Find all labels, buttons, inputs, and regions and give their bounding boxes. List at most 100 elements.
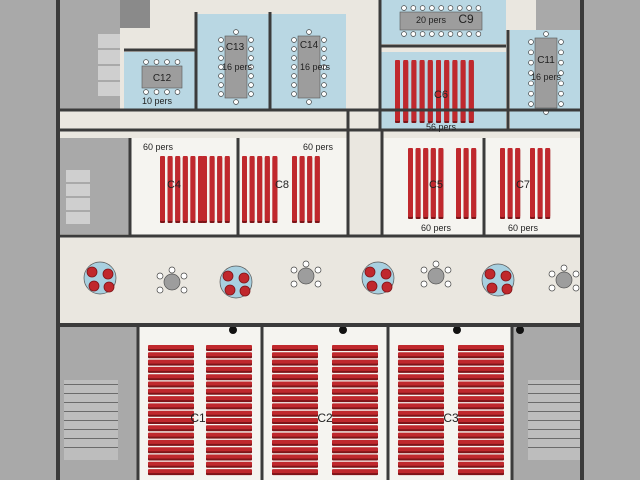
room-c8-label[interactable]: C8 bbox=[275, 179, 289, 191]
seat bbox=[209, 156, 215, 221]
chair bbox=[291, 82, 297, 88]
stool bbox=[180, 286, 188, 294]
seat bbox=[148, 352, 194, 357]
meeting-table bbox=[224, 35, 248, 99]
stair-tread-left bbox=[64, 447, 118, 448]
room-c7-label[interactable]: C7 bbox=[516, 179, 530, 191]
seat bbox=[332, 381, 378, 386]
chair bbox=[466, 5, 472, 11]
seat bbox=[272, 345, 318, 349]
chair bbox=[248, 64, 254, 70]
chair bbox=[321, 73, 327, 79]
column bbox=[516, 326, 524, 334]
chair bbox=[248, 82, 254, 88]
toilet-cubicle-left bbox=[98, 34, 120, 48]
seat bbox=[332, 366, 378, 371]
room-c4-label[interactable]: C4 bbox=[167, 179, 181, 191]
meeting-table bbox=[399, 11, 483, 31]
chair bbox=[174, 59, 181, 65]
stool bbox=[444, 266, 452, 274]
seat bbox=[398, 439, 444, 444]
room-c3-label[interactable]: C3 bbox=[443, 411, 459, 425]
lounge-armchair bbox=[381, 281, 393, 293]
seat bbox=[272, 418, 318, 422]
room-c1-label[interactable]: C1 bbox=[190, 411, 206, 425]
chair bbox=[321, 82, 327, 88]
chair bbox=[233, 29, 239, 35]
room-c13-label[interactable]: C13 bbox=[226, 42, 245, 53]
room-c6-label[interactable]: C6 bbox=[434, 89, 448, 101]
seat bbox=[272, 388, 318, 393]
auditorium-floor bbox=[138, 325, 513, 480]
room-c6-capacity: 56 pers bbox=[426, 122, 457, 132]
seat bbox=[272, 432, 318, 437]
seat bbox=[458, 403, 504, 408]
seat bbox=[411, 60, 417, 121]
chair bbox=[438, 31, 444, 37]
stool bbox=[548, 270, 556, 278]
stool bbox=[314, 266, 322, 274]
stool bbox=[168, 266, 176, 274]
room-c4-capacity: 60 pers bbox=[143, 142, 174, 152]
column bbox=[339, 326, 347, 334]
chair bbox=[291, 91, 297, 97]
chair bbox=[248, 73, 254, 79]
chair bbox=[558, 80, 564, 87]
lounge-armchair bbox=[364, 266, 376, 278]
room-c11-label[interactable]: C11 bbox=[537, 55, 555, 66]
seat bbox=[398, 432, 444, 437]
seat bbox=[272, 374, 318, 379]
seat bbox=[148, 381, 194, 386]
chair bbox=[528, 39, 534, 45]
stool bbox=[572, 284, 580, 292]
seat bbox=[458, 454, 504, 459]
seat bbox=[458, 461, 504, 466]
room-c5-label[interactable]: C5 bbox=[429, 179, 443, 191]
seat bbox=[206, 425, 252, 430]
seat bbox=[398, 374, 444, 379]
room-c9-label[interactable]: C9 bbox=[458, 12, 474, 26]
seat bbox=[272, 156, 278, 221]
cafe-table bbox=[427, 267, 445, 285]
chair bbox=[248, 55, 254, 61]
column bbox=[229, 326, 237, 334]
meeting-table bbox=[141, 65, 183, 89]
seat bbox=[545, 148, 551, 217]
seat bbox=[272, 403, 318, 408]
seat bbox=[206, 345, 252, 349]
seat bbox=[398, 403, 444, 408]
room-c14-label[interactable]: C14 bbox=[300, 40, 319, 51]
chair bbox=[528, 80, 534, 87]
seat bbox=[272, 454, 318, 459]
stool bbox=[290, 266, 298, 274]
chair bbox=[528, 49, 534, 56]
chair bbox=[401, 31, 407, 37]
seat bbox=[408, 148, 413, 217]
stair-tread-right bbox=[528, 393, 582, 394]
chair bbox=[410, 31, 417, 37]
seat bbox=[398, 345, 444, 349]
seat bbox=[206, 454, 252, 459]
room-c2-label[interactable]: C2 bbox=[317, 411, 333, 425]
seat bbox=[332, 403, 378, 408]
cafe-table bbox=[297, 267, 315, 285]
seat bbox=[332, 410, 378, 415]
seat bbox=[148, 410, 194, 415]
room-c12-label[interactable]: C12 bbox=[153, 73, 172, 84]
stair-tread-right bbox=[528, 411, 582, 412]
stair-tread-left bbox=[64, 411, 118, 412]
chair bbox=[321, 64, 327, 70]
room-c8-capacity: 60 pers bbox=[303, 142, 334, 152]
seat bbox=[148, 359, 194, 364]
seat bbox=[272, 366, 318, 371]
service-right-strip bbox=[580, 0, 640, 480]
stool bbox=[180, 272, 188, 280]
seat bbox=[206, 359, 252, 364]
chair bbox=[438, 5, 444, 11]
seat bbox=[398, 352, 444, 357]
stair-tread-right bbox=[528, 438, 582, 439]
stair-tread-right bbox=[528, 420, 582, 421]
seat bbox=[272, 359, 318, 364]
seat bbox=[272, 396, 318, 401]
